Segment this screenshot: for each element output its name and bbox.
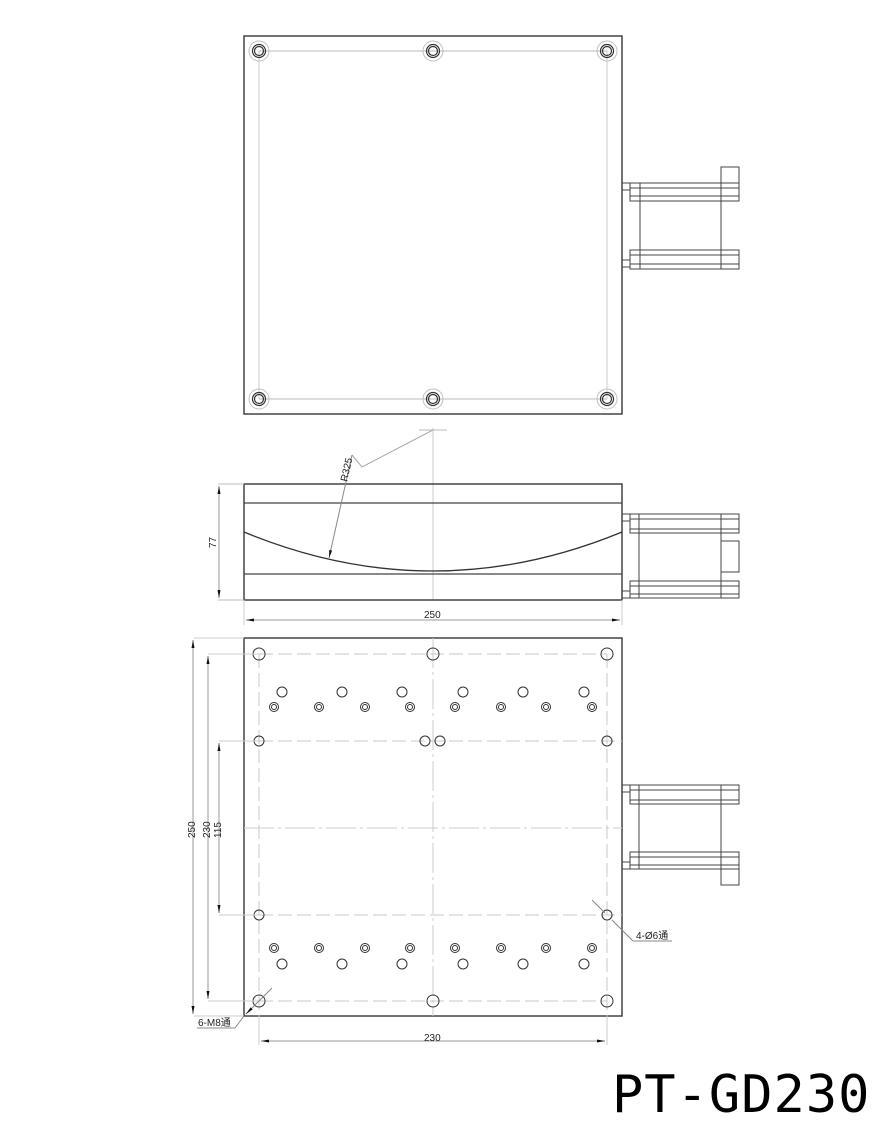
pitch-v-label: 230 — [202, 821, 213, 838]
pitch-h-label: 230 — [424, 1033, 441, 1044]
side-view: R325 77 250 — [208, 428, 740, 625]
through-hole-callout: 4-Ø6通 — [636, 930, 668, 942]
outer-height-label: 250 — [187, 821, 198, 838]
bottom-view: 250 230 115 230 6-M8通 4-Ø6通 — [187, 637, 740, 1045]
motor-bottom — [621, 784, 740, 886]
motor-side — [621, 513, 740, 599]
pitch-inner-label: 115 — [213, 822, 224, 838]
motor-top — [621, 166, 740, 270]
height-label: 77 — [208, 536, 219, 548]
side-width-label: 250 — [424, 610, 441, 621]
thread-callout: 6-M8通 — [198, 1017, 231, 1029]
top-view — [243, 35, 740, 415]
radius-label: R325 — [339, 456, 355, 482]
model-title: PT-GD230 — [612, 1065, 871, 1125]
